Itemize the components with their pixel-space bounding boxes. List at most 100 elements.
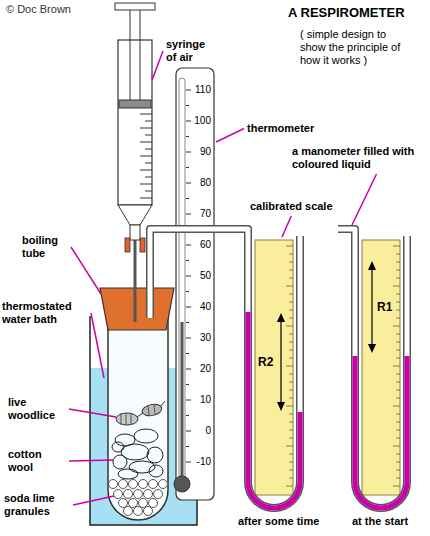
- scale-tick: [396, 478, 400, 479]
- part-label: soda lime granules: [4, 492, 70, 518]
- granule: [154, 490, 163, 499]
- scale-tick: [289, 478, 293, 479]
- minor-tick: [186, 446, 189, 447]
- scale-tick: [396, 254, 400, 255]
- granule: [134, 507, 143, 516]
- scale-tick: [289, 310, 293, 311]
- leader-line: [71, 247, 101, 294]
- granule: [144, 507, 153, 516]
- minor-tick: [186, 260, 189, 261]
- syringe-tick: [145, 149, 152, 150]
- scale-tick: [286, 446, 293, 447]
- leader-line: [282, 216, 291, 237]
- scale-tick: [396, 414, 400, 415]
- arrow-head: [368, 344, 376, 353]
- rubber-bung: [100, 288, 174, 330]
- reading-arrow: [280, 318, 281, 406]
- woodlouse-segment: [154, 404, 155, 415]
- part-label: thermometer: [247, 122, 314, 135]
- granule: [124, 490, 133, 499]
- minor-tick: [186, 322, 189, 323]
- scale-number: 70: [188, 208, 211, 220]
- major-tick: [186, 276, 191, 277]
- scale-tick: [396, 390, 400, 391]
- part-label: cotton wool: [8, 448, 66, 474]
- reading-label: R1: [377, 300, 392, 314]
- leader-line: [69, 460, 114, 461]
- scale-tick: [289, 390, 293, 391]
- syringe-plunger-head: [119, 100, 151, 108]
- state-label: after some time: [238, 515, 319, 528]
- scale-tick: [396, 342, 400, 343]
- scale-tick: [396, 382, 400, 383]
- scale-number: 20: [188, 363, 211, 375]
- granule: [149, 480, 158, 489]
- major-tick: [186, 462, 191, 463]
- scale-number: 60: [188, 239, 211, 251]
- woodlouse-segment: [126, 413, 127, 425]
- scale-number: 80: [188, 177, 211, 189]
- woodlice: [116, 401, 165, 425]
- woodlouse: [116, 413, 138, 425]
- scale-tick: [289, 454, 293, 455]
- minor-tick: [186, 291, 189, 292]
- leader-line: [152, 51, 163, 80]
- manometer-liquid: [248, 312, 300, 508]
- minor-tick: [186, 167, 189, 168]
- scale-tick: [289, 470, 293, 471]
- scale-number: 50: [188, 270, 211, 282]
- part-label: live woodlice: [8, 396, 66, 422]
- granule: [144, 490, 153, 499]
- scale-number: 100: [188, 115, 211, 127]
- scale-tick: [396, 310, 400, 311]
- granule: [139, 499, 148, 508]
- syringe-nozzle: [130, 225, 140, 240]
- scale-number: -10: [188, 456, 211, 468]
- subtitle-note: ( simple design to show the principle of…: [300, 28, 408, 67]
- scale-tick: [393, 286, 400, 287]
- scale-tick: [396, 294, 400, 295]
- minor-tick: [186, 353, 189, 354]
- scale-tick: [289, 318, 293, 319]
- leader-line: [73, 496, 114, 505]
- scale-tick: [286, 286, 293, 287]
- syringe-tick: [145, 135, 152, 136]
- scale-tick: [289, 342, 293, 343]
- scale-tick: [289, 438, 293, 439]
- scale-tick: [393, 406, 400, 407]
- syringe-tick: [145, 191, 152, 192]
- leader-line: [91, 313, 104, 378]
- minor-tick: [186, 105, 189, 106]
- granule: [124, 507, 133, 516]
- syringe-plunger-rod: [130, 8, 140, 102]
- scale-tick: [396, 318, 400, 319]
- scale-tick: [289, 350, 293, 351]
- scale-tick: [289, 462, 293, 463]
- calibrated-scale: [255, 240, 293, 495]
- syringe-tick: [140, 128, 152, 129]
- scale-tick: [289, 302, 293, 303]
- arrow-head: [368, 261, 376, 270]
- state-label: at the start: [352, 515, 408, 528]
- syringe-graduations: [140, 114, 152, 198]
- scale-tick: [396, 358, 400, 359]
- major-tick: [186, 307, 191, 308]
- syringe-tick: [140, 114, 152, 115]
- syringe-tick: [145, 163, 152, 164]
- scale-tick: [286, 406, 293, 407]
- part-label: boiling tube: [22, 234, 68, 260]
- scale-tick: [289, 430, 293, 431]
- scale-tick: [396, 262, 400, 263]
- syringe-tick: [140, 142, 152, 143]
- scale-number: 10: [188, 394, 211, 406]
- thermometer-body: [176, 68, 214, 500]
- scale-tick: [396, 334, 400, 335]
- scale-tick: [396, 422, 400, 423]
- scale-number: 110: [188, 84, 211, 96]
- major-tick: [186, 214, 191, 215]
- scale-tick: [396, 350, 400, 351]
- cotton-wool: [112, 429, 163, 479]
- scale-tick: [286, 366, 293, 367]
